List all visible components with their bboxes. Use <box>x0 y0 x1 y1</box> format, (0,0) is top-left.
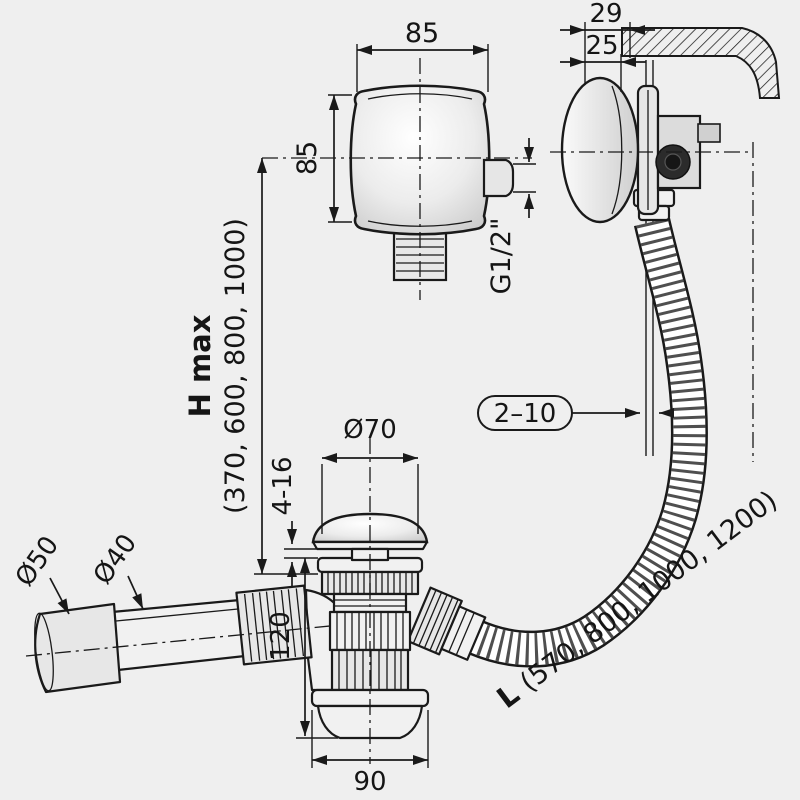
socket-diameter-value: Ø50 <box>10 531 65 592</box>
dim-socket-diameter: Ø50 <box>10 531 70 615</box>
control-knob-assembly <box>262 58 532 300</box>
drain-waste-assembly <box>310 438 430 764</box>
plug-diameter-value: Ø70 <box>343 415 397 445</box>
dim-h-max: H max (370, 600, 800, 1000) <box>183 158 318 575</box>
plug-gap-value: 4-16 <box>268 456 298 515</box>
dim-depth-29-value: 29 <box>589 0 622 29</box>
pipe-diameter-value: Ø40 <box>88 529 143 590</box>
h-max-values: (370, 600, 800, 1000) <box>220 218 251 514</box>
overflow-assembly <box>550 76 748 224</box>
dim-width-90: 90 <box>311 710 429 797</box>
dim-depth-29: 29 <box>560 0 655 85</box>
dim-thread: G1/2" <box>486 138 536 294</box>
dim-knob-width-value: 85 <box>405 18 439 49</box>
overflow-cover-disc <box>560 76 640 224</box>
side-outlet <box>482 158 515 198</box>
hose-drain-connector <box>406 586 487 661</box>
outlet-socket <box>34 602 122 694</box>
width-90-value: 90 <box>353 767 386 797</box>
thread-label: G1/2" <box>486 218 517 295</box>
dim-depth-25: 25 <box>560 31 646 92</box>
dim-height-120: 120 <box>266 558 338 739</box>
length-values: (570, 800, 1000, 1200) <box>515 485 784 698</box>
dim-hose-length: L (570, 800, 1000, 1200) <box>490 485 784 715</box>
dim-pipe-diameter: Ø40 <box>88 529 144 610</box>
dim-knob-width: 85 <box>356 18 489 92</box>
dim-plug-diameter: Ø70 <box>321 415 419 534</box>
side-outlet-elbow <box>25 584 354 694</box>
dim-plug-gap: 4-16 <box>268 456 318 586</box>
h-max-label: H max <box>183 314 217 417</box>
dim-wall-gap: 2–10 <box>477 395 674 431</box>
height-120-value: 120 <box>266 611 296 661</box>
dim-knob-height: 85 <box>292 94 352 223</box>
wall-gap-value: 2–10 <box>494 399 557 429</box>
dim-depth-25-value: 25 <box>585 31 618 61</box>
dim-knob-height-value: 85 <box>292 141 323 175</box>
